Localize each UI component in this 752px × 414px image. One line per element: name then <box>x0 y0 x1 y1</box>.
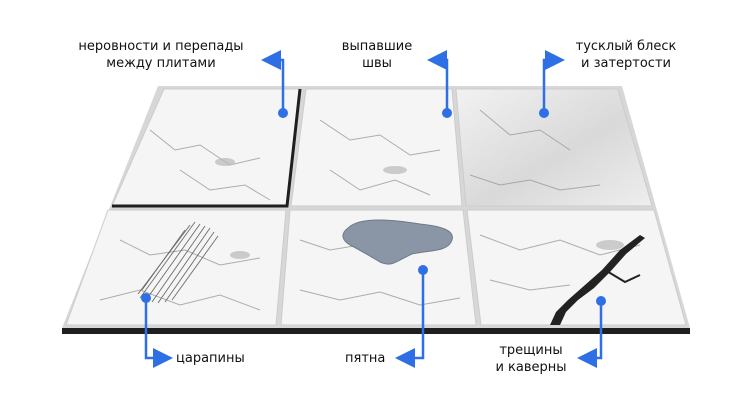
arrow-dull <box>542 50 565 113</box>
tile-back-left <box>111 88 301 207</box>
arrow-stains <box>395 270 425 368</box>
label-scratches: царапины <box>176 351 245 366</box>
arrow-scratches <box>144 298 173 368</box>
arrow-joints <box>427 50 449 113</box>
crack <box>550 235 645 325</box>
label-dull: тусклый блеск и затертости <box>575 39 677 71</box>
floor-edge <box>62 328 690 334</box>
tile-back-middle <box>290 88 463 207</box>
callout-dots <box>141 108 606 306</box>
label-uneven: неровности и перепады между плитами <box>78 39 244 71</box>
label-cracks: трещины и каверны <box>495 343 567 375</box>
label-joints: выпавшие швы <box>341 39 413 71</box>
marble-patches <box>215 158 624 259</box>
tile-back-right <box>455 88 653 207</box>
scratches <box>137 221 219 304</box>
label-stains: пятна <box>345 351 386 366</box>
tile-front-right <box>466 209 687 326</box>
crack-branch <box>604 269 641 284</box>
callout-arrows <box>144 50 603 368</box>
stain <box>342 219 453 265</box>
arrow-uneven <box>261 50 285 113</box>
uneven-edge <box>112 88 302 208</box>
marble-veins <box>99 109 641 311</box>
arrow-cracks <box>577 301 603 368</box>
